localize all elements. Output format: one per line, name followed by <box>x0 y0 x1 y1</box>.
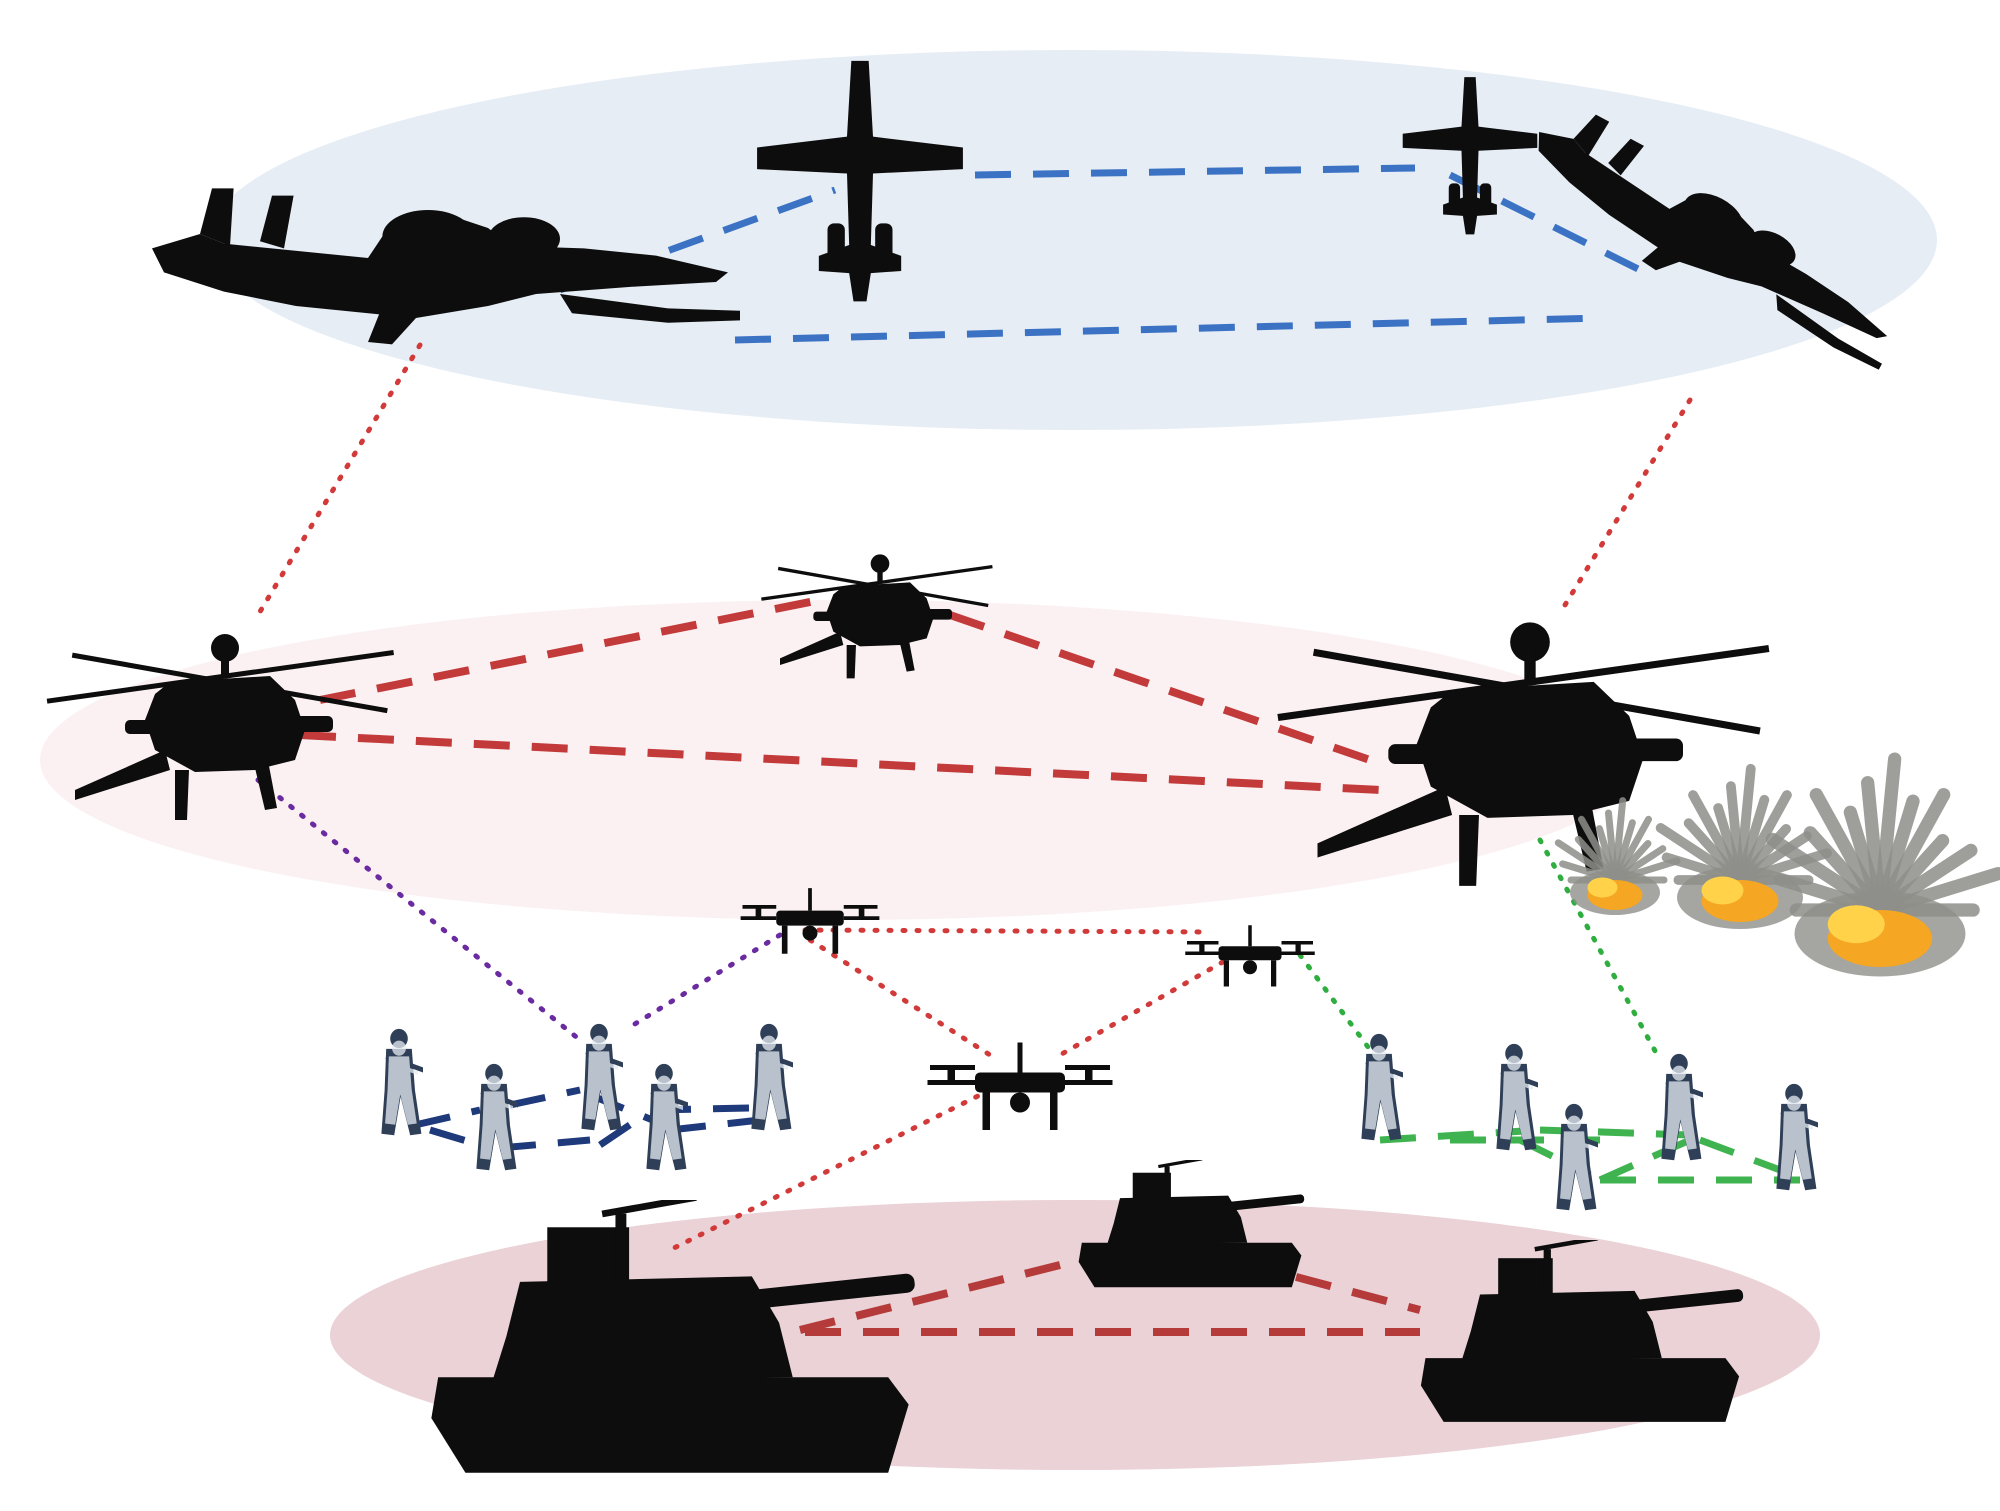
squad-link <box>499 1136 591 1152</box>
soldier-icon <box>476 1063 518 1171</box>
explosion-icon <box>1655 763 1832 929</box>
air-link <box>974 164 1416 179</box>
soldier-icon <box>751 1023 793 1131</box>
squad-link <box>598 1115 642 1148</box>
explosion-icon <box>1765 752 2000 977</box>
soldier-icon <box>381 1028 423 1136</box>
squad-link <box>669 1116 761 1134</box>
helicopter-link <box>319 596 821 704</box>
air-link <box>734 314 1601 344</box>
soldier-icon <box>581 1023 623 1131</box>
soldier-icon <box>1556 1103 1598 1211</box>
uplink <box>1297 952 1388 1073</box>
drone-relay <box>667 1087 993 1253</box>
uplink <box>1562 397 1693 608</box>
uplink <box>1537 837 1663 1063</box>
tank-link <box>799 1251 1101 1334</box>
squad-link <box>1379 1126 1541 1144</box>
squad-link <box>428 1126 492 1152</box>
soldier-icon <box>1361 1033 1403 1141</box>
helicopter-link <box>299 731 1381 794</box>
uplink <box>255 342 423 618</box>
air-link <box>558 186 837 294</box>
squad-link <box>1698 1136 1782 1174</box>
quadcopter-drone-icon <box>1185 925 1315 987</box>
quadcopter-drone-icon <box>927 1042 1113 1130</box>
uplink <box>622 932 783 1033</box>
explosions <box>1554 752 2000 977</box>
drone-relay <box>802 927 1213 935</box>
helicopter-link <box>948 611 1372 764</box>
soldier-icon <box>1776 1083 1818 1191</box>
explosion-icon <box>1554 797 1681 915</box>
uplink <box>255 777 583 1043</box>
drone-relay <box>807 937 993 1058</box>
squad-link <box>414 1106 481 1129</box>
drone-relay <box>1057 952 1238 1058</box>
squad-link <box>509 1086 581 1109</box>
soldier-icon <box>646 1063 688 1171</box>
